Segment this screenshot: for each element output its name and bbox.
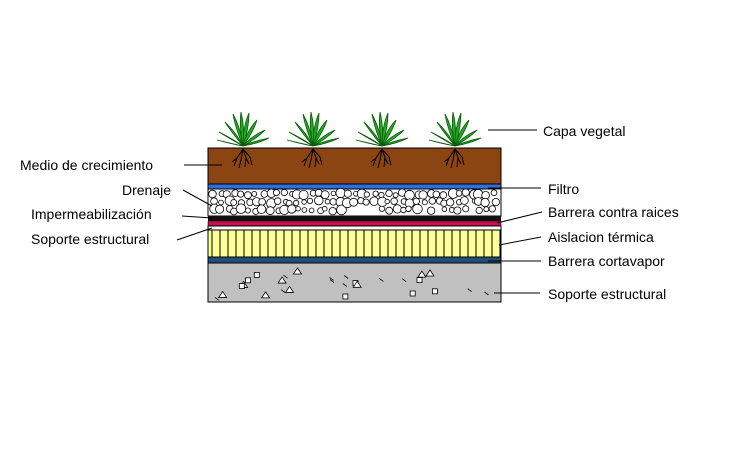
- roots-icon: [370, 148, 392, 169]
- label-capa-vegetal: Capa vegetal: [543, 123, 626, 139]
- concrete-aggregate: [214, 267, 489, 301]
- leader-drenaje: [182, 189, 213, 207]
- filter-layer: [207, 183, 502, 190]
- label-soporte-estructural-right: Soporte estructural: [548, 286, 666, 302]
- roots-icon: [301, 148, 323, 169]
- label-barrera-cortavapor: Barrera cortavapor: [548, 253, 665, 269]
- label-soporte-estructural-left: Soporte estructural: [31, 231, 149, 247]
- vapor-barrier-layer: [207, 256, 502, 264]
- plants-layer: [216, 111, 482, 147]
- label-aislacion-termica: Aislacion térmica: [548, 229, 654, 245]
- upper-structural-support-layer: [207, 225, 502, 231]
- insulation-layer: [207, 229, 502, 258]
- label-impermeabilizacion: Impermeabilización: [31, 206, 152, 222]
- leader-soporte-left: [176, 227, 213, 241]
- label-drenaje: Drenaje: [122, 182, 171, 198]
- label-filtro: Filtro: [548, 181, 579, 197]
- plant-icon: [286, 111, 340, 147]
- leader-impermeabilizacion: [181, 215, 213, 219]
- drainage-pebbles: [208, 187, 500, 216]
- roots-icon: [231, 148, 253, 169]
- plant-icon: [428, 111, 482, 147]
- label-barrera-contra-raices: Barrera contra raices: [548, 204, 679, 220]
- roots: [231, 148, 465, 169]
- roots-icon: [443, 148, 465, 169]
- leader-barrera-raices: [496, 211, 543, 224]
- leader-aislacion: [498, 236, 542, 246]
- waterproofing-layer: [208, 216, 501, 221]
- label-medio-de-crecimiento: Medio de crecimiento: [20, 157, 153, 173]
- plant-icon: [355, 111, 409, 147]
- root-barrier-layer: [207, 220, 502, 227]
- plant-icon: [216, 111, 270, 147]
